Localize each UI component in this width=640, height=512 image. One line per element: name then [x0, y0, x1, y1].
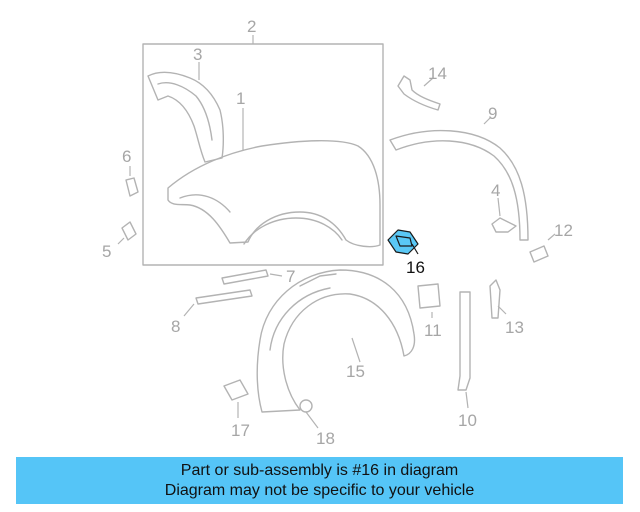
callout-12: 12	[554, 221, 573, 240]
banner-line-1: Part or sub-assembly is #16 in diagram	[180, 461, 459, 479]
callout-14: 14	[428, 64, 447, 83]
callout-17: 17	[231, 421, 250, 440]
part-14-bracket	[397, 75, 441, 111]
part-10-seal-strip	[457, 291, 471, 391]
part-12-seal	[529, 245, 549, 263]
callout-8: 8	[171, 317, 180, 336]
part-4-clip	[491, 217, 517, 233]
part-9-arch-molding	[389, 129, 529, 241]
callout-4: 4	[491, 181, 500, 200]
callout-1: 1	[236, 89, 245, 108]
callout-9: 9	[488, 104, 497, 123]
part-11-pad	[417, 283, 441, 309]
part-1-fender	[167, 140, 381, 248]
parts-diagram: 1 2 3 4 5 6 7 8 9 10 11 12 13 14 15 16 1…	[102, 17, 573, 448]
callout-11: 11	[424, 321, 442, 340]
part-13-push-pin	[489, 279, 501, 319]
callout-5: 5	[102, 242, 111, 261]
part-15-liner	[256, 269, 416, 413]
callout-16: 16	[406, 258, 425, 277]
part-17-clip	[223, 379, 249, 401]
part-8-strip	[195, 289, 253, 305]
part-7-strip	[221, 269, 269, 285]
callout-10: 10	[458, 411, 477, 430]
callout-18: 18	[316, 429, 335, 448]
callout-6: 6	[122, 147, 131, 166]
info-banner: Part or sub-assembly is #16 in diagram D…	[16, 457, 623, 504]
callout-2: 2	[247, 17, 256, 36]
fender-assembly-box	[142, 43, 384, 266]
part-18-screw	[299, 399, 313, 413]
callout-3: 3	[193, 45, 202, 64]
callout-15: 15	[346, 362, 365, 381]
part-3-inner-panel	[147, 71, 225, 163]
part-5-pin	[121, 221, 137, 241]
banner-line-2: Diagram may not be specific to your vehi…	[164, 481, 475, 499]
part-6-clip	[125, 177, 139, 197]
callout-7: 7	[286, 267, 295, 286]
callout-13: 13	[505, 318, 524, 337]
